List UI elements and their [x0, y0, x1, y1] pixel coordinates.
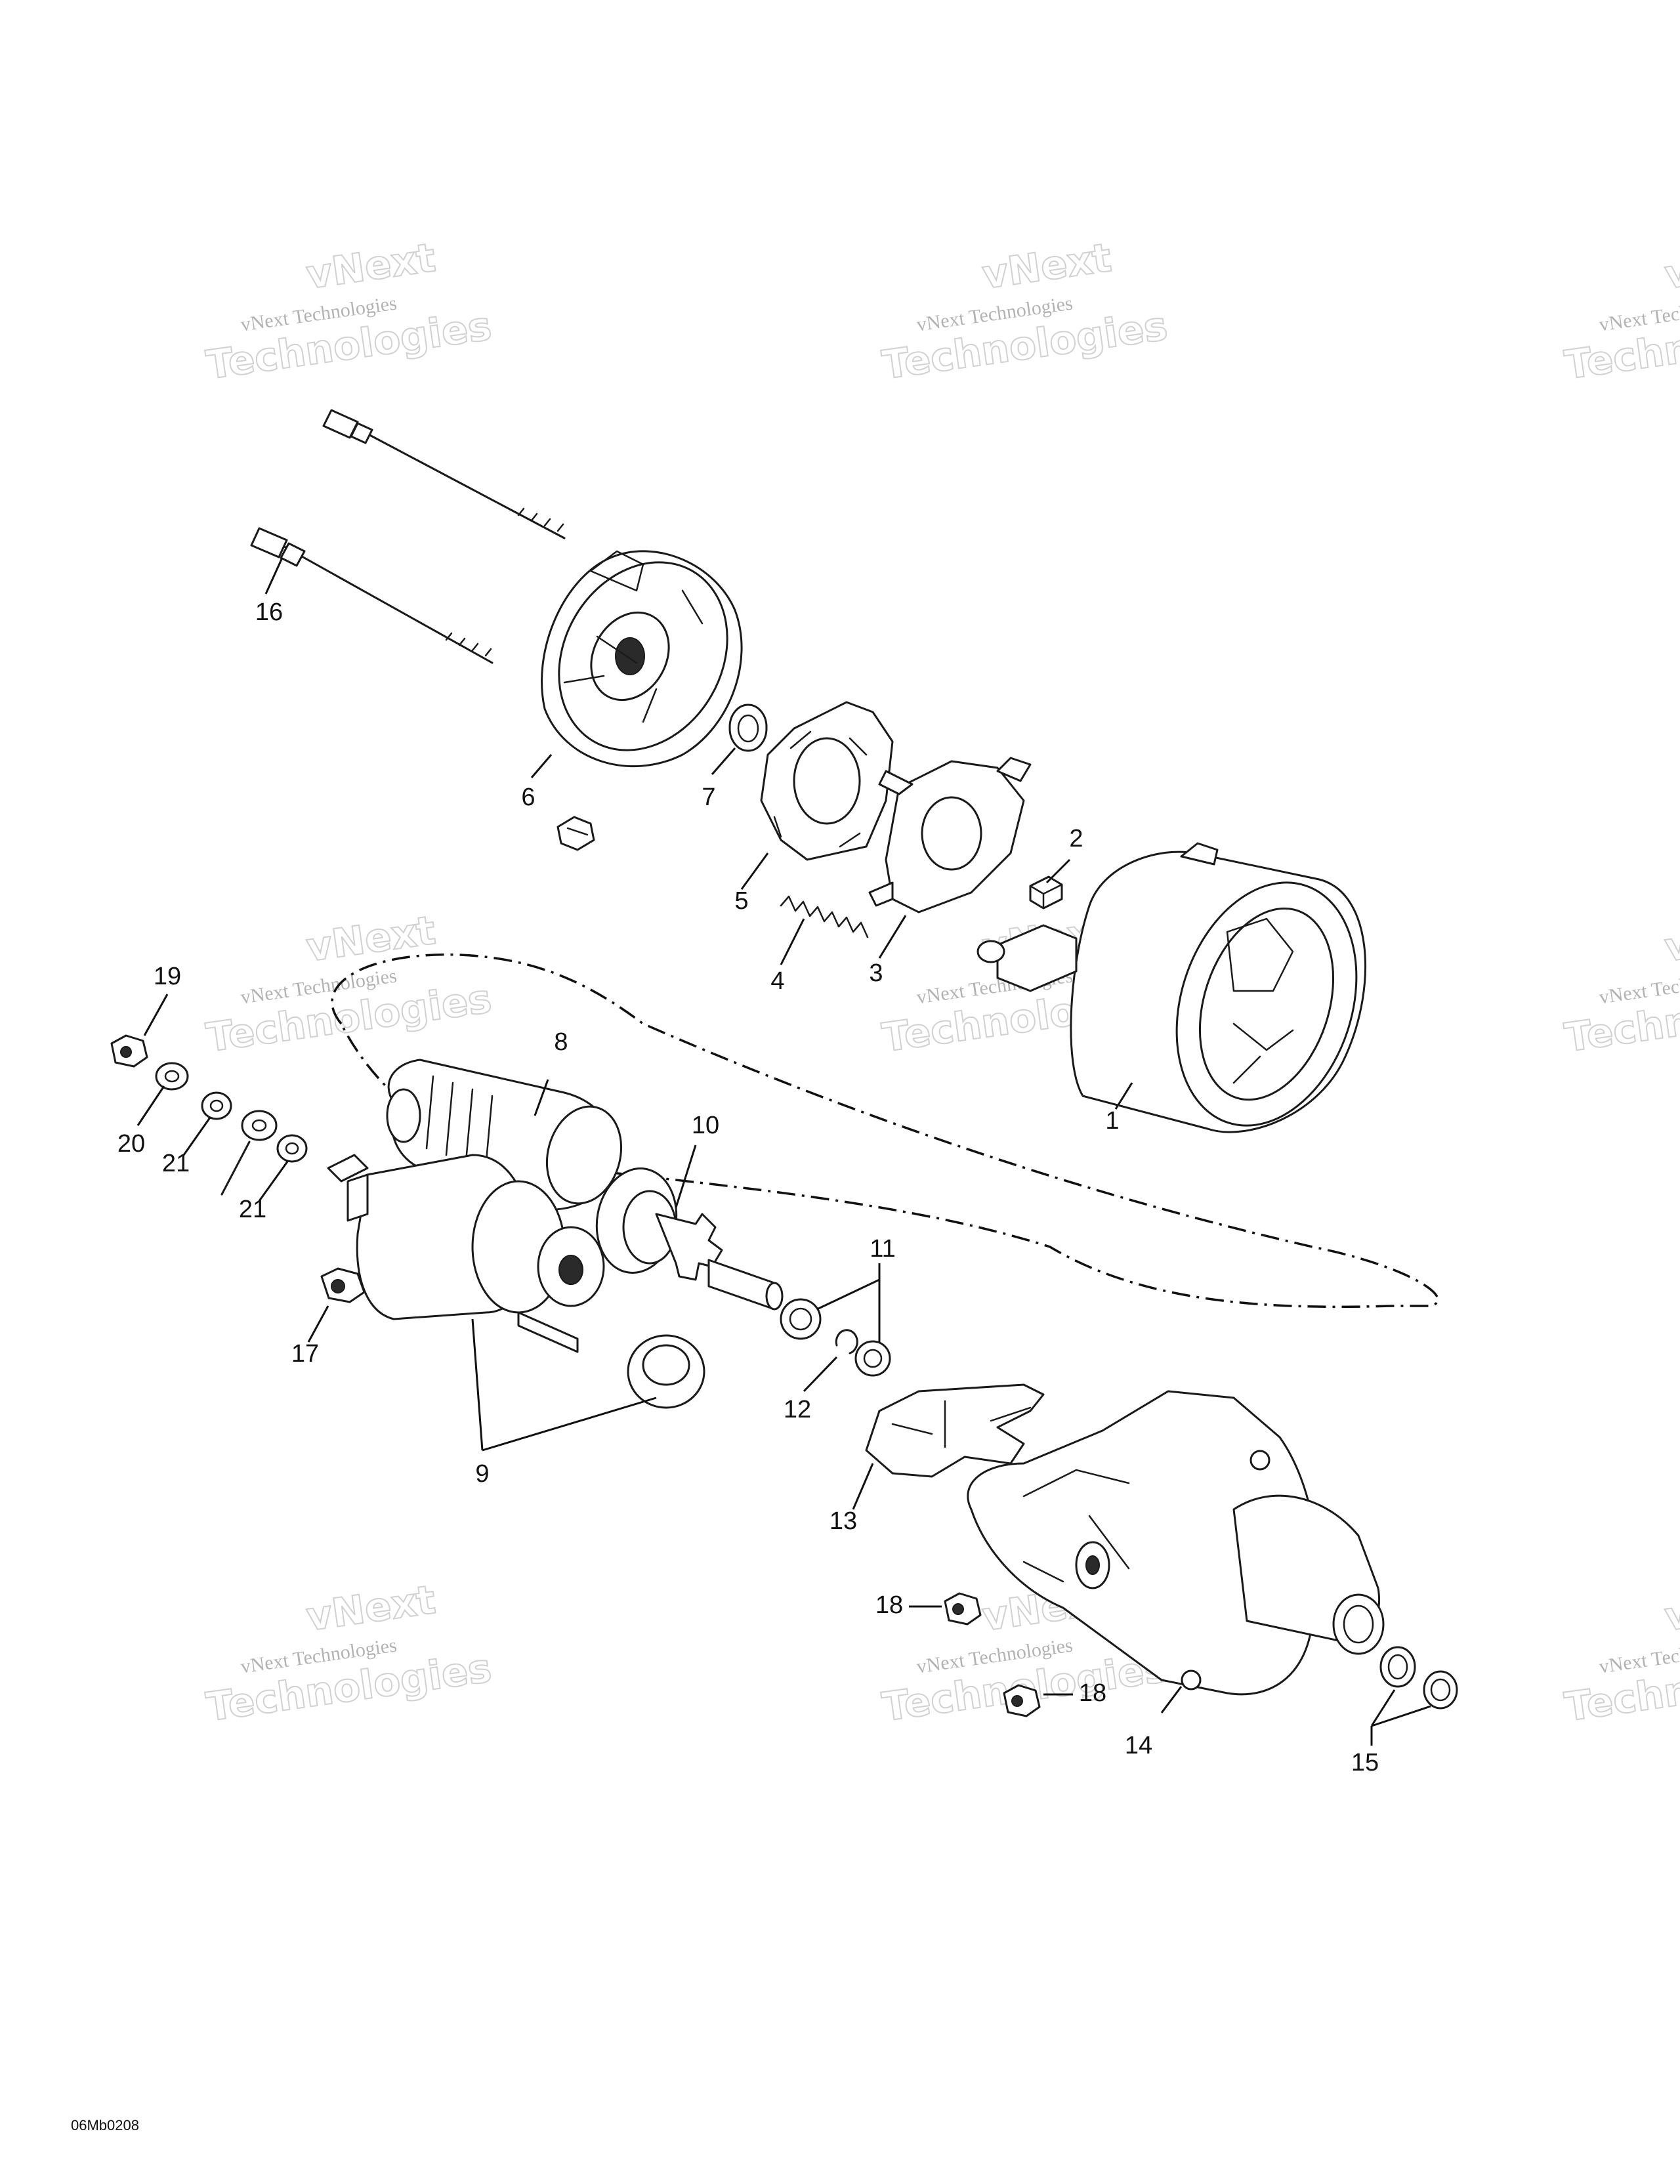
callout-18-upper: 18	[875, 1591, 903, 1619]
callout-11: 11	[870, 1235, 895, 1263]
brush-plate	[760, 701, 894, 861]
brush-spring	[780, 895, 869, 938]
callout-18-lower: 18	[1079, 1679, 1106, 1707]
watermark-top-center: vNext vNext Technologies Technologies	[879, 234, 1171, 389]
callout-17: 17	[291, 1340, 319, 1368]
callout-21-lower: 21	[239, 1196, 266, 1223]
brush-holder	[868, 757, 1032, 914]
callout-10: 10	[692, 1112, 719, 1139]
terminal-stud	[220, 1110, 278, 1196]
leader-lines	[136, 557, 1431, 1746]
nut-19	[110, 1034, 148, 1068]
pinion-drive	[595, 1167, 784, 1311]
svg-text:vNext: vNext	[304, 235, 438, 299]
callout-12: 12	[784, 1396, 811, 1423]
callout-9: 9	[475, 1460, 489, 1488]
svg-text:vNext: vNext	[304, 1577, 438, 1641]
bushing	[728, 704, 768, 752]
svg-text:vNext: vNext	[1662, 908, 1680, 971]
callout-1: 1	[1105, 1107, 1119, 1135]
nut-18-lower	[1003, 1684, 1041, 1717]
nut-17	[320, 1267, 366, 1303]
washer-21-upper	[201, 1091, 232, 1120]
brush	[1029, 875, 1063, 910]
washer-20	[155, 1062, 189, 1091]
callout-13: 13	[830, 1507, 857, 1535]
callout-2: 2	[1069, 825, 1083, 852]
assembly-outline	[331, 953, 1439, 1309]
svg-text:vNext: vNext	[980, 235, 1114, 299]
through-bolt-upper	[322, 409, 566, 539]
callout-4: 4	[770, 967, 784, 995]
drive-end-housing	[967, 1390, 1385, 1696]
callout-5: 5	[734, 887, 748, 915]
nut-18-upper	[944, 1592, 982, 1626]
yoke-field-frame	[976, 842, 1367, 1133]
drive-cap	[627, 1334, 705, 1409]
callout-8: 8	[554, 1028, 568, 1056]
through-bolt-lower	[250, 527, 494, 664]
stop-collar	[780, 1298, 822, 1340]
drive-end-bushing	[1379, 1646, 1416, 1688]
callout-6: 6	[521, 784, 535, 811]
thrust-washer	[854, 1340, 891, 1377]
drive-end-seal	[1423, 1670, 1458, 1710]
callout-15: 15	[1351, 1749, 1379, 1776]
svg-text:vNext: vNext	[304, 908, 438, 971]
callout-7: 7	[702, 784, 715, 811]
callout-16: 16	[255, 598, 283, 626]
figure-code: 06Mb0208	[71, 2117, 139, 2133]
callout-3: 3	[869, 959, 883, 987]
snap-ring	[835, 1329, 858, 1354]
watermark-mid-right: vNext vNext Technologies Technologies	[1561, 907, 1680, 1062]
callout-14: 14	[1125, 1732, 1152, 1759]
callout-labels: 1 2 3 4 5 6 7 8 9 10 11 12 13 14 15 16 1…	[117, 598, 1379, 1776]
watermark-bottom-right: vNext vNext Technologies Technologies	[1561, 1576, 1680, 1731]
callout-21-upper: 21	[162, 1150, 190, 1177]
cover-fastener	[556, 816, 595, 851]
svg-text:vNext: vNext	[1662, 1577, 1680, 1641]
watermark-top-right: vNext vNext Technologies Technologies	[1561, 234, 1680, 389]
brush-end-cover	[541, 550, 743, 768]
callout-19: 19	[154, 963, 181, 990]
shift-lever	[865, 1383, 1045, 1478]
watermark-top-left: vNext vNext Technologies Technologies	[203, 234, 495, 389]
watermark-bottom-left: vNext vNext Technologies Technologies	[203, 1576, 495, 1731]
washer-21-lower	[276, 1134, 308, 1163]
svg-text:vNext: vNext	[1662, 235, 1680, 299]
callout-20: 20	[117, 1130, 145, 1158]
solenoid-housing	[327, 1154, 605, 1353]
